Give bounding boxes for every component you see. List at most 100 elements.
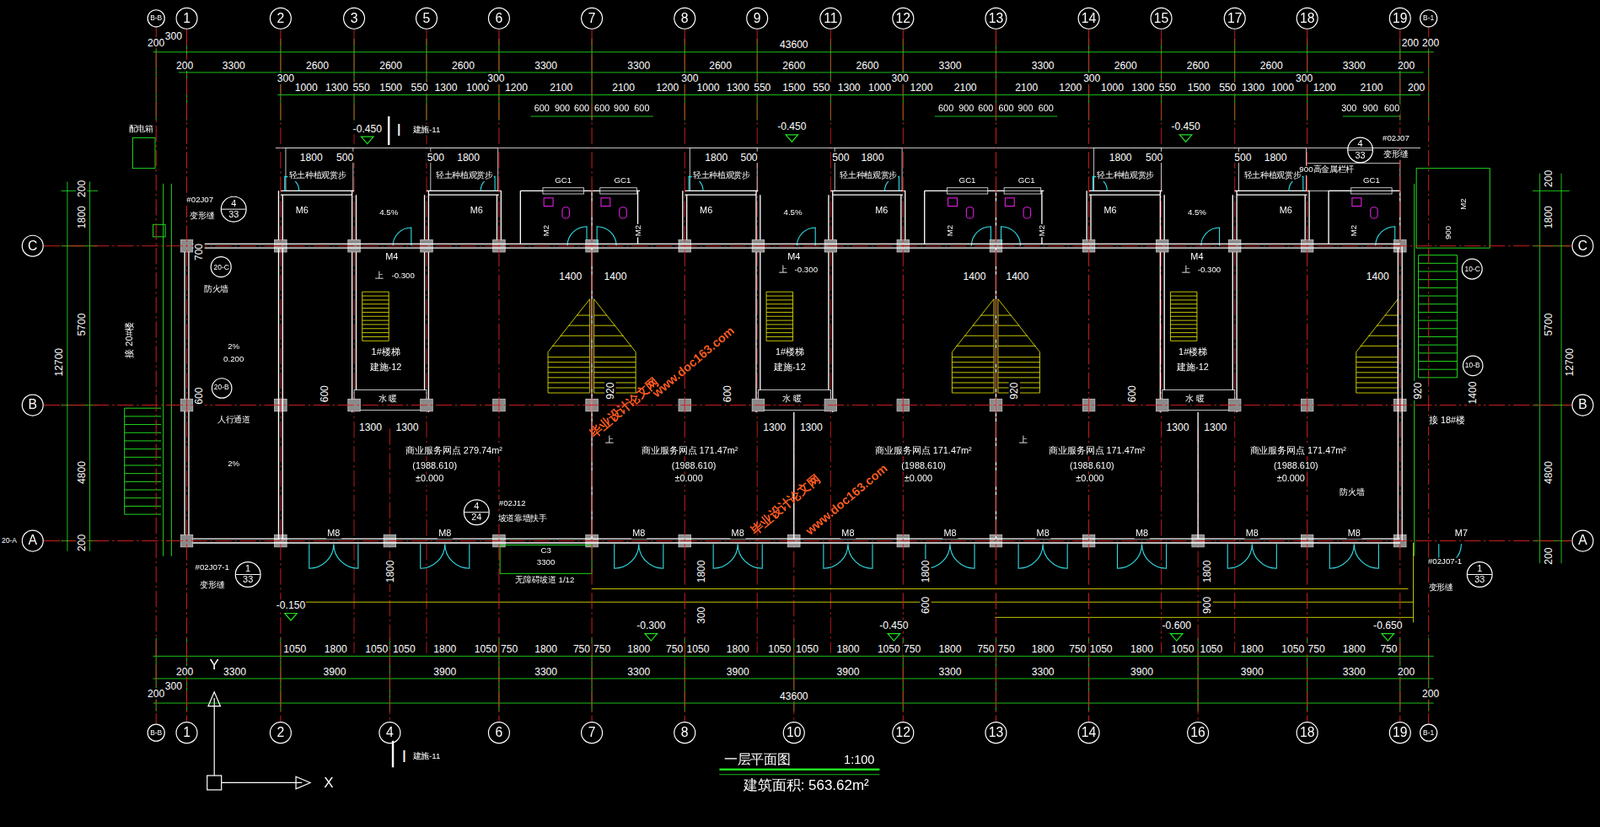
axis-label: 6 bbox=[495, 11, 504, 27]
dimension-text: 200 bbox=[146, 687, 167, 699]
dimension-text: 750 bbox=[1306, 643, 1327, 655]
plan-note: GC1 bbox=[612, 177, 632, 187]
roof-edge bbox=[275, 148, 1421, 192]
dimension-text: 1400 bbox=[961, 270, 987, 282]
dimension-text: 1500 bbox=[1186, 81, 1212, 93]
floor-plan-drawing bbox=[309, 543, 359, 569]
axis-label: 1 bbox=[182, 11, 191, 27]
dimension-text: 1300 bbox=[1240, 81, 1266, 93]
dimension-text: 1200 bbox=[908, 81, 934, 93]
axis-line bbox=[498, 29, 500, 722]
plan-note: M2 bbox=[1460, 197, 1470, 211]
dimension-text: 1800 bbox=[1129, 643, 1155, 655]
dimension-text: 200 bbox=[175, 665, 195, 677]
coordinate-icon bbox=[214, 697, 302, 783]
axis-bubble: 14 bbox=[1077, 6, 1101, 30]
bubble-outline bbox=[1572, 235, 1594, 257]
plan-note: M6 bbox=[469, 206, 485, 217]
axis-bubble: B-B bbox=[146, 723, 166, 742]
dimension-text: 1000 bbox=[293, 81, 318, 93]
axis-label: B-B bbox=[150, 729, 162, 737]
dimension-text: 900 bbox=[957, 104, 976, 115]
axis-bubble: B-1 bbox=[1419, 723, 1439, 742]
dimension-text: 600 bbox=[193, 386, 205, 406]
bubble-outline bbox=[1389, 7, 1411, 29]
floor-plan-drawing bbox=[995, 187, 1044, 393]
plan-note: GC1 bbox=[957, 177, 977, 187]
dimension-text: 1800 bbox=[859, 151, 885, 163]
plan-note: M8 bbox=[1244, 528, 1260, 539]
dimension-text: 900 bbox=[553, 104, 572, 115]
bubble-outline bbox=[463, 499, 489, 526]
plan-note: #02J12 bbox=[498, 499, 527, 510]
axis-bubble: 13 bbox=[984, 6, 1008, 30]
dimension-text: 600 bbox=[1383, 104, 1402, 115]
dimension-text: 500 bbox=[739, 151, 759, 163]
axis-bubble: B bbox=[1571, 393, 1595, 417]
dimension-text: 300 bbox=[1294, 73, 1315, 85]
dimension-lines bbox=[153, 52, 1434, 704]
bubble-outline bbox=[488, 7, 510, 29]
dimension-text: 1400 bbox=[1364, 270, 1390, 282]
elevation-text: -0.650 bbox=[1372, 619, 1404, 631]
axis-label: 18 bbox=[1299, 11, 1316, 27]
plan-note: 建施-12 bbox=[369, 363, 403, 374]
dimension-text: 200 bbox=[1406, 81, 1427, 93]
dimension-text: 3300 bbox=[1030, 665, 1055, 677]
dimension-text: 2600 bbox=[854, 59, 880, 71]
axis-line bbox=[43, 540, 1572, 542]
plan-note: 建施-12 bbox=[1175, 363, 1210, 374]
plan-note: M2 bbox=[1350, 224, 1360, 238]
dimension-text: 1400 bbox=[558, 270, 583, 282]
plan-note: 轻土种植观赏步 bbox=[287, 171, 347, 182]
plan-note: 商业服务网点 171.47m² bbox=[640, 445, 740, 457]
plan-note: M8 bbox=[730, 528, 746, 539]
dimension-text: 500 bbox=[335, 151, 355, 163]
axis-label: 7 bbox=[588, 725, 596, 741]
axis-label: 1 bbox=[1476, 563, 1482, 574]
dimension-text: 920 bbox=[1412, 381, 1423, 401]
plan-note: M2 bbox=[946, 224, 956, 238]
plan-note: 1#楼梯 bbox=[370, 348, 401, 359]
dimension-text: 2600 bbox=[1185, 59, 1210, 71]
axis-bubble: 19 bbox=[1388, 6, 1412, 30]
dimension-text: 300 bbox=[163, 30, 183, 42]
plan-note: -0.300 bbox=[390, 272, 416, 282]
plan-note: ±0.000 bbox=[414, 474, 446, 485]
dimension-text: 4800 bbox=[75, 460, 87, 485]
dimension-text: 750 bbox=[976, 643, 996, 655]
plan-note: 无障碍坡道 1/12 bbox=[514, 575, 575, 586]
dimension-text: 1800 bbox=[75, 204, 87, 230]
dimension-text: 600 bbox=[633, 104, 651, 115]
axis-bubble: 18 bbox=[1295, 721, 1319, 745]
dimension-text: 43600 bbox=[778, 39, 810, 51]
axis-letter: X bbox=[322, 774, 335, 791]
elevation-text: -0.450 bbox=[1170, 120, 1202, 132]
plan-note: 接 20#楼 bbox=[125, 320, 136, 359]
axis-bubble: 12 bbox=[891, 721, 915, 745]
axis-bubble: 10 bbox=[782, 721, 806, 745]
plan-note: M8 bbox=[942, 528, 958, 539]
dimension-text: 2100 bbox=[548, 81, 574, 93]
dimension-text: 700 bbox=[193, 242, 205, 263]
dimension-text: 1050 bbox=[794, 643, 820, 655]
bubble-outline bbox=[674, 7, 696, 29]
elevation-text: -0.450 bbox=[776, 120, 808, 132]
dimension-text: 3300 bbox=[533, 665, 559, 677]
plan-note: (1988.610) bbox=[411, 461, 458, 472]
dimension-text: 750 bbox=[1379, 643, 1399, 655]
dimension-text: 600 bbox=[977, 104, 995, 115]
plan-note: 4.5% bbox=[782, 209, 803, 219]
dimension-text: 1050 bbox=[391, 643, 417, 655]
site-detail bbox=[153, 224, 167, 237]
axis-label: 20-B bbox=[214, 384, 230, 392]
bubble-outline bbox=[892, 722, 914, 744]
plan-note: 1#楼梯 bbox=[774, 348, 806, 359]
dimension-text: 500 bbox=[1144, 151, 1165, 163]
dimension-text: 1800 bbox=[1201, 558, 1213, 584]
dimension-text: 1300 bbox=[1130, 81, 1155, 93]
axis-line bbox=[43, 404, 1572, 406]
dimension-text: 1050 bbox=[282, 643, 307, 655]
dimension-text: 3300 bbox=[222, 665, 247, 677]
axis-label: 4 bbox=[1358, 139, 1364, 150]
